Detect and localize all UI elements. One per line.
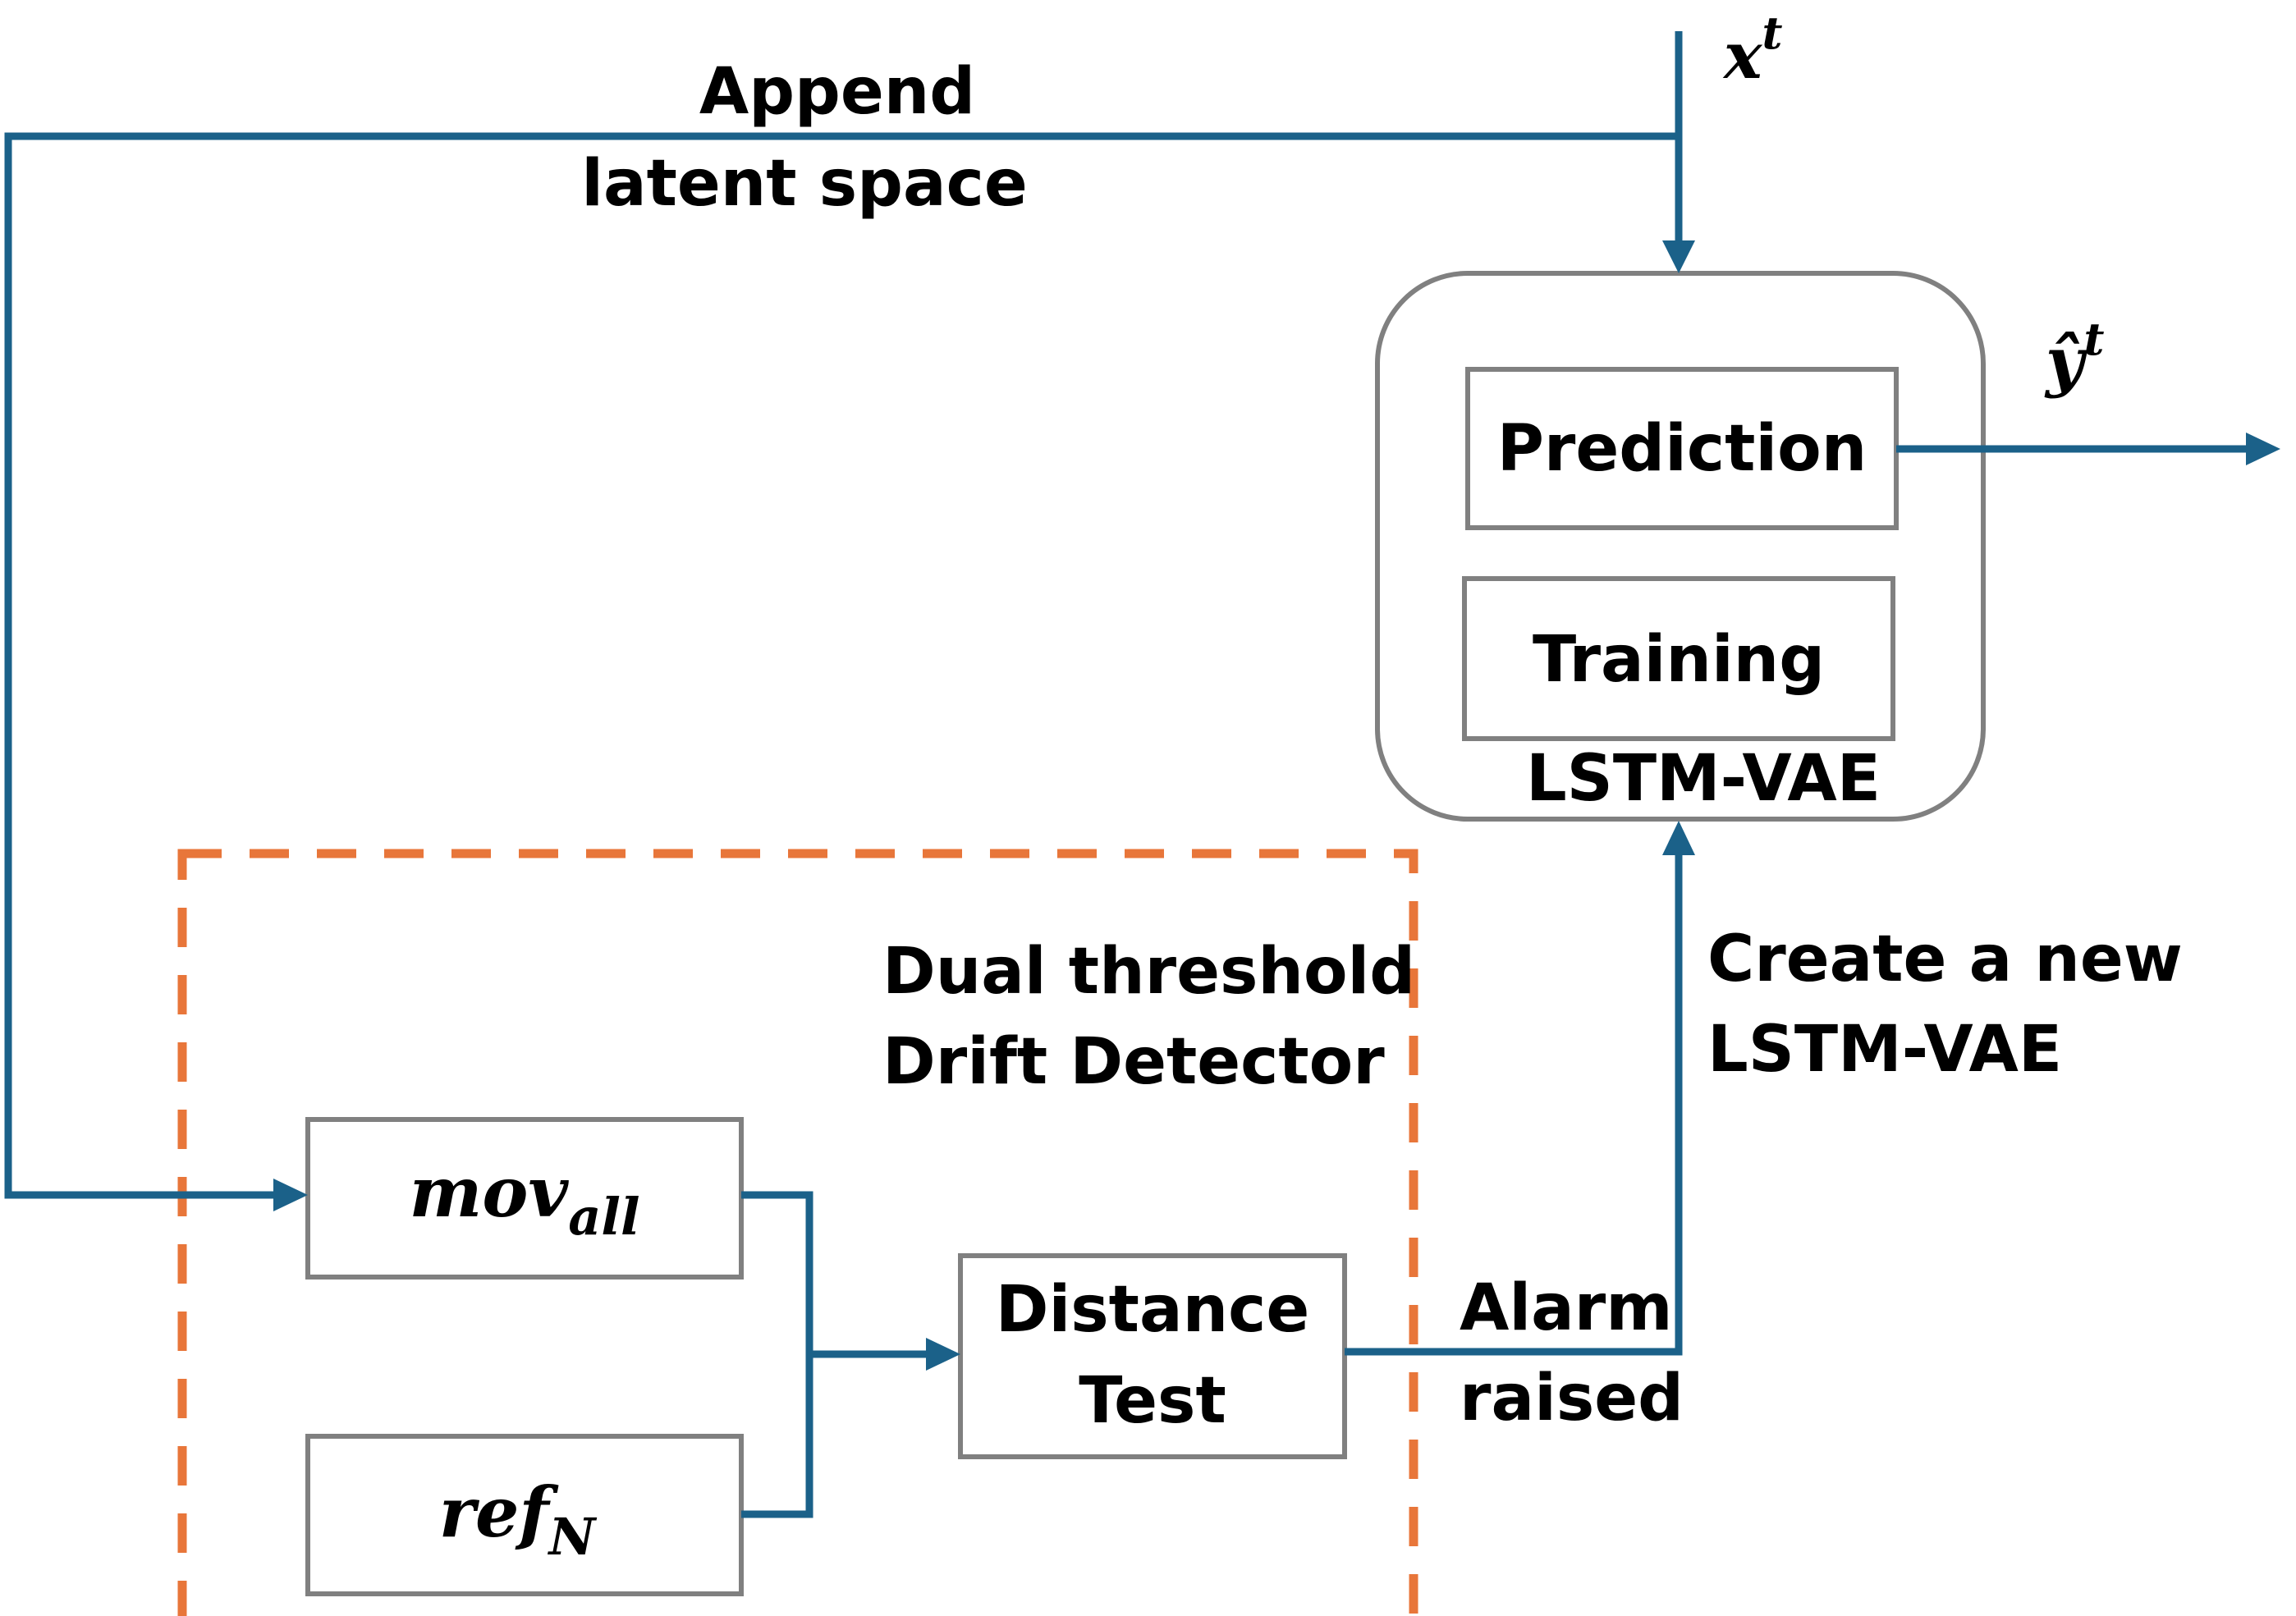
y-sup: t — [2083, 313, 2104, 365]
training-box — [1462, 576, 1895, 741]
prediction-label: Prediction — [1497, 412, 1867, 486]
distance-test-line2: Test — [1079, 1364, 1226, 1438]
y-output-label: ŷt — [2044, 313, 2104, 400]
mov-to-test-line — [741, 1191, 813, 1358]
training-label: Training — [1533, 623, 1825, 697]
lstm-vae-label: LSTM-VAE — [1526, 742, 1881, 816]
x-input-label: xt — [1722, 7, 1783, 94]
prediction-box — [1465, 367, 1899, 530]
alarm-label-line2: raised — [1460, 1362, 1684, 1435]
distance-test-line1: Distance — [996, 1273, 1310, 1347]
input-arrowhead — [1662, 240, 1695, 273]
drift-detector-region — [177, 849, 1418, 1616]
alarm-line — [1345, 854, 1683, 1356]
append-label-line2: latent space — [581, 147, 1028, 221]
create-new-line2: LSTM-VAE — [1707, 1013, 2062, 1087]
ref-n-label: refN — [439, 1472, 598, 1567]
alarm-arrowhead — [1662, 821, 1695, 855]
x-sup: t — [1762, 7, 1783, 59]
x-base: x — [1722, 19, 1763, 94]
mov-base: mov — [410, 1151, 570, 1233]
append-arrowhead — [273, 1179, 308, 1211]
ref-base: ref — [439, 1472, 560, 1553]
test-arrowhead — [926, 1338, 960, 1371]
detector-label-line1: Dual threshold — [882, 935, 1415, 1009]
create-new-line1: Create a new — [1707, 922, 2183, 996]
ref-to-test-line — [741, 1354, 813, 1518]
y-base: ŷ — [2044, 323, 2088, 400]
distance-test-box — [958, 1253, 1347, 1459]
mov-all-label: movall — [410, 1151, 640, 1247]
mov-sub: all — [568, 1187, 639, 1247]
ref-sub: N — [548, 1507, 598, 1567]
detector-label-line2: Drift Detector — [882, 1025, 1385, 1099]
alarm-label-line1: Alarm — [1460, 1271, 1672, 1345]
output-arrowhead — [2246, 433, 2280, 465]
append-label-line1: Append — [699, 55, 975, 129]
ref-n-box — [305, 1434, 744, 1596]
mov-all-box — [305, 1117, 744, 1280]
append-latent-loop — [4, 132, 1679, 1199]
